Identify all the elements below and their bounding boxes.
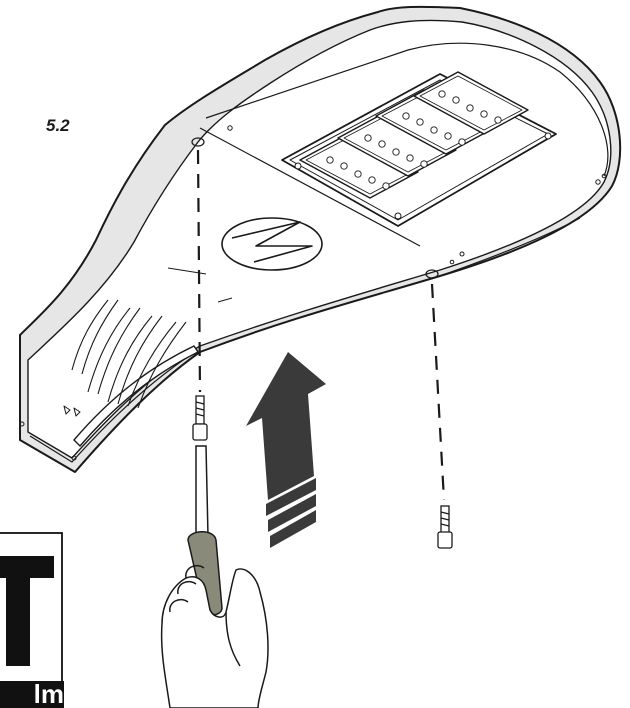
foot-mark [63, 405, 71, 415]
step-number: 5.2 [46, 116, 70, 135]
rivet [71, 455, 77, 461]
foot-mark [73, 407, 81, 417]
seam-line [217, 297, 233, 303]
alignment-line-right [430, 283, 446, 501]
seam-line [433, 217, 581, 279]
front-slot [73, 345, 199, 447]
plate-screw [544, 132, 552, 140]
housing-rim [205, 42, 609, 177]
screw-left [192, 395, 208, 441]
logo-disc [221, 217, 323, 271]
led-strip [413, 71, 529, 135]
logo-mark [231, 221, 313, 263]
screw-right [437, 505, 453, 549]
ventilation-fins [71, 299, 187, 409]
led-strip [375, 89, 495, 155]
corner-badge [0, 532, 64, 708]
led-strip [299, 133, 419, 199]
led-module-plate [281, 71, 557, 227]
plate-screw [394, 212, 402, 220]
luminaire-housing [19, 5, 622, 473]
rivet [449, 259, 455, 265]
plate-screw [294, 162, 302, 170]
rivet [19, 421, 25, 427]
screwdriver-icon [187, 445, 223, 616]
seam-line [199, 127, 421, 247]
push-up-arrow-icon [246, 352, 326, 548]
rivet [227, 125, 233, 131]
screw-hole [425, 269, 439, 279]
badge-label: lm [33, 681, 64, 708]
alignment-line-left [196, 149, 202, 393]
screw-hole [191, 137, 205, 147]
badge-t-glyph [0, 556, 54, 666]
hand-icon [160, 564, 269, 708]
rivet [595, 179, 601, 185]
rivet [601, 173, 607, 179]
rivet [459, 251, 465, 257]
badge-footer [0, 681, 64, 708]
